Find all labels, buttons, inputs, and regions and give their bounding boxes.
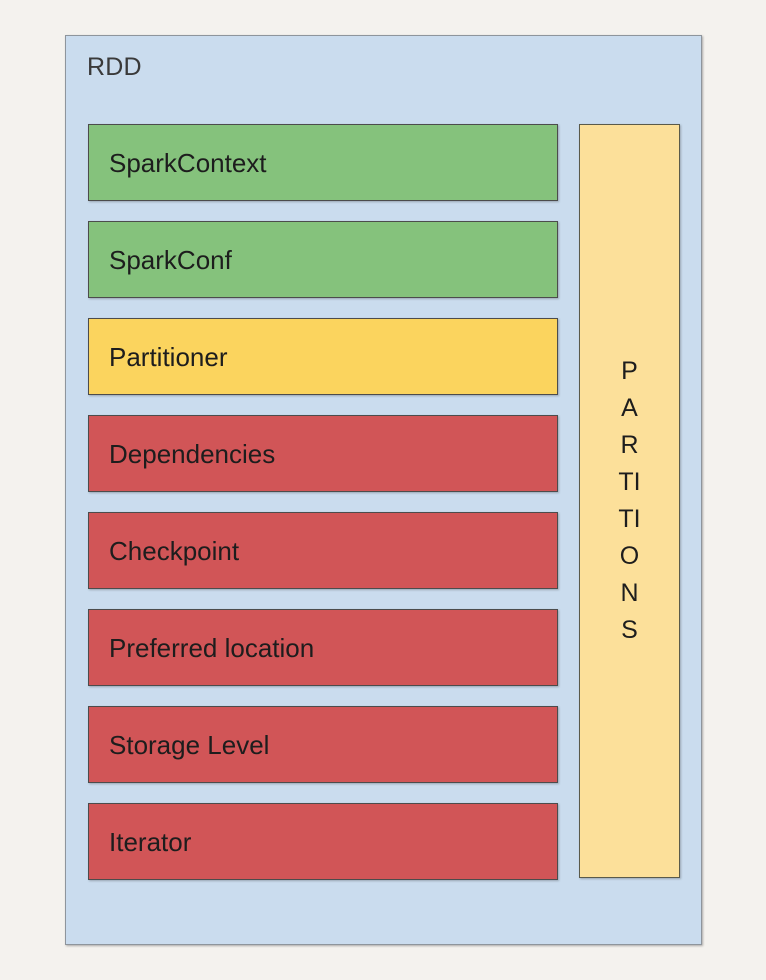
partitions-label: PARTITIONS [618,357,641,644]
attribute-label: Preferred location [109,632,315,663]
attribute-box-checkpoint: Checkpoint [88,512,558,589]
attribute-label: Iterator [109,826,192,857]
attribute-box-sparkconf: SparkConf [88,221,558,298]
rdd-container: RDD SparkContext SparkConf Partitioner D… [65,35,702,945]
rdd-title: RDD [87,53,142,81]
partitions-box: PARTITIONS [579,124,680,878]
attribute-label: SparkContext [109,147,267,178]
attribute-box-storage-level: Storage Level [88,706,558,783]
attribute-box-sparkcontext: SparkContext [88,124,558,201]
attribute-box-preferred-location: Preferred location [88,609,558,686]
attribute-label: SparkConf [109,244,232,275]
attribute-box-iterator: Iterator [88,803,558,880]
attribute-box-dependencies: Dependencies [88,415,558,492]
attribute-label: Dependencies [109,438,276,469]
attribute-label: Storage Level [109,729,270,760]
rdd-attribute-list: SparkContext SparkConf Partitioner Depen… [88,124,558,880]
attribute-label: Checkpoint [109,535,240,566]
attribute-label: Partitioner [109,341,228,372]
attribute-box-partitioner: Partitioner [88,318,558,395]
